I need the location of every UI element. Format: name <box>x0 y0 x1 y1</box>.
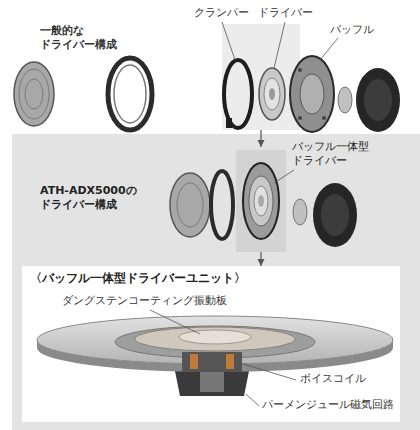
node-heading: バッフル一体型 ドライバー <box>292 140 376 168</box>
part-label: ボイスコイル <box>300 372 366 386</box>
leader-line <box>320 38 338 60</box>
highlight-area <box>222 24 300 130</box>
part-label: ダングステンコーティング振動板 <box>62 294 227 308</box>
integrated-driver <box>243 163 279 239</box>
voice-coil <box>190 354 198 369</box>
voice-coil <box>226 354 234 369</box>
label-anchor: 一般的な ドライバー構成 <box>40 24 124 52</box>
diaphragm <box>135 327 295 351</box>
housing-ring <box>108 58 152 130</box>
leader-line <box>274 22 285 68</box>
baffle-hole <box>298 68 302 72</box>
leader-line <box>222 22 235 60</box>
baffle-hole <box>322 116 326 120</box>
section-heading: 一般的な ドライバー構成 <box>40 24 124 52</box>
grille-mesh <box>177 183 203 227</box>
ear-pad <box>313 183 357 247</box>
part-label: パーメンジュール磁気回路 <box>262 398 394 412</box>
down-arrow <box>260 130 261 147</box>
part-label: ドライバー <box>258 6 313 20</box>
grille-mesh <box>19 69 49 119</box>
part-label: クランパー <box>194 6 249 20</box>
unit-heading: 〈バッフル一体型ドライバーユニット〉 <box>30 271 246 286</box>
baffle <box>290 56 334 132</box>
diaphragm-dome <box>179 330 251 344</box>
housing-ring-inner <box>114 65 146 123</box>
driver-diaphragm <box>264 78 280 110</box>
flow-arrow <box>260 252 261 266</box>
cutaway-section <box>182 352 242 372</box>
grille-mesh <box>25 79 43 109</box>
label-anchor: バッフル <box>330 23 374 37</box>
baffle-opening <box>300 74 324 114</box>
driver <box>259 68 285 120</box>
clamper <box>224 60 252 128</box>
node-heading: ATH-ADX5000の ドライバー構成 <box>40 184 150 212</box>
label-anchor: ボイスコイル <box>300 372 366 386</box>
integrated-driver-center <box>258 195 264 207</box>
dome <box>293 199 307 225</box>
integrated-driver-diaphragm <box>254 186 268 216</box>
label-anchor: ダングステンコーティング振動板 <box>62 294 227 308</box>
clamper-tab <box>226 118 232 128</box>
grille <box>170 173 210 237</box>
ear-pad-inner <box>364 79 392 121</box>
grille <box>14 62 54 126</box>
driver-center <box>269 88 275 100</box>
ear-pad-inner <box>321 194 349 236</box>
baffle-hole <box>298 116 302 120</box>
label-anchor: クランパー <box>194 6 249 20</box>
ear-pad <box>356 68 400 132</box>
label-anchor: ドライバー <box>258 6 313 20</box>
label-anchor: パーメンジュール磁気回路 <box>262 398 394 412</box>
part-label: バッフル <box>330 23 374 37</box>
integrated-driver-ring <box>249 176 273 226</box>
dome <box>338 87 352 113</box>
